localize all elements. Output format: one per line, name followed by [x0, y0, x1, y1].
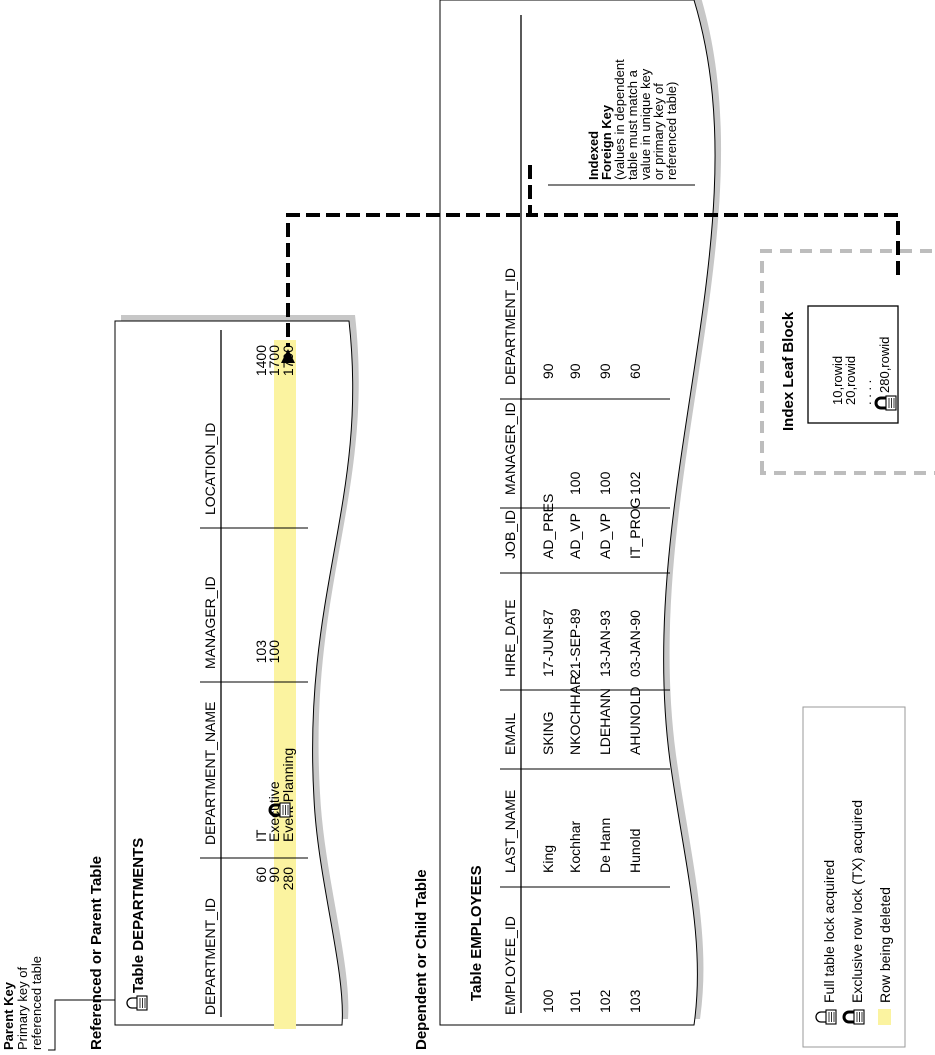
departments-cell-r1-c3: 1700: [266, 345, 282, 376]
employees-cell-r1-c4: AD_VP: [567, 513, 583, 559]
fk-arrowhead: [281, 349, 295, 363]
employees-header-3: HIRE_DATE: [502, 599, 518, 677]
employees-cell-r2-c3: 13-JAN-93: [597, 610, 613, 677]
employees-cell-r1-c3: 21-SEP-89: [567, 608, 583, 677]
employees-header-4: JOB_ID: [502, 510, 518, 559]
svg-text:Parent Key: Parent Key: [1, 981, 16, 1050]
employees-cell-r0-c1: King: [540, 845, 556, 873]
legend-item-row-deleted: Row being deleted: [877, 887, 893, 1003]
indexed-foreign-key-note: Indexed Foreign Key (values in dependent…: [548, 59, 695, 186]
svg-text:Foreign Key: Foreign Key: [599, 104, 614, 180]
index-leaf-entry-1: 20,rowid: [843, 356, 858, 405]
departments-cell-r0-c0: 60: [253, 867, 269, 883]
employees-cell-r2-c6: 90: [597, 363, 613, 379]
departments-cell-r1-c2: 100: [266, 640, 282, 664]
employees-cell-r1-c1: Kochhar: [567, 821, 583, 873]
fk-note-line-3: or primary key of: [651, 83, 666, 180]
employees-cell-r3-c6: 60: [627, 363, 643, 379]
employees-cell-r1-c0: 101: [567, 989, 583, 1013]
employees-column-dividers: [500, 398, 670, 888]
leaf-to-fk-connector: [530, 213, 900, 275]
employees-cell-r3-c0: 103: [627, 989, 643, 1013]
svg-text:Indexed: Indexed: [586, 131, 601, 180]
departments-header-3: LOCATION_ID: [202, 423, 218, 515]
employees-rows: 100KingSKING17-JUN-87AD_PRES90101Kochhar…: [540, 363, 643, 1013]
employees-cell-r3-c4: IT_PROG: [627, 498, 643, 559]
employees-cell-r2-c2: LDEHANN: [597, 688, 613, 755]
departments-header-2: MANAGER_ID: [202, 576, 218, 669]
deleted-row-highlight-3: [274, 340, 296, 755]
index-leaf-title: Index Leaf Block: [780, 311, 797, 431]
departments-rows: 60 IT 103 1400 90 Executive 100 1700 280 Event Pl…: [253, 345, 296, 891]
fk-to-pk-connector: [286, 165, 532, 347]
departments-cell-r1-c0: 90: [266, 867, 282, 883]
employees-cell-r1-c6: 90: [567, 363, 583, 379]
employees-cell-r2-c1: De Hann: [597, 818, 613, 873]
svg-text:referenced table: referenced table: [29, 956, 44, 1050]
fk-note-line-0: (values in dependent: [612, 59, 627, 180]
index-leaf-dashed-box: [760, 249, 935, 475]
employees-cell-r2-c4: AD_VP: [597, 513, 613, 559]
legend-highlight-swatch: [878, 1009, 891, 1025]
employees-header-6: DEPARTMENT_ID: [502, 268, 518, 385]
employees-cell-r0-c6: 90: [540, 363, 556, 379]
svg-text:Primary key of: Primary key of: [15, 967, 30, 1050]
employees-table-label: Table EMPLOYEES: [468, 865, 485, 1001]
employees-cell-r1-c2: NKOCHHAR: [567, 675, 583, 755]
departments-cell-r1-c1: Executive: [266, 781, 282, 842]
employees-cell-r1-c5: 100: [567, 471, 583, 495]
departments-cell-r0-c3: 1400: [253, 345, 269, 376]
parent-section-title: Referenced or Parent Table: [88, 856, 105, 1050]
employees-cell-r0-c3: 17-JUN-87: [540, 609, 556, 677]
departments-cell-r0-c1: IT: [253, 829, 269, 842]
index-leaf-block: [807, 305, 899, 424]
departments-header-0: DEPARTMENT_ID: [202, 898, 218, 1015]
employees-cell-r2-c0: 102: [597, 989, 613, 1013]
fk-note-line-4: referenced table): [664, 82, 679, 180]
departments-cell-r2-c1: Event Planning: [280, 748, 296, 842]
employees-header-5: MANAGER_ID: [502, 402, 518, 495]
employees-cell-r0-c2: SKING: [540, 711, 556, 755]
legend-box: [802, 706, 906, 1048]
employees-cell-r2-c5: 100: [597, 471, 613, 495]
index-leaf-entry-3: 280,rowid: [877, 337, 892, 393]
child-section-title: Dependent or Child Table: [413, 869, 430, 1050]
departments-table-label: Table DEPARTMENTS: [130, 838, 147, 993]
departments-cell-r2-c0: 280: [280, 867, 296, 891]
departments-cell-r0-c2: 103: [253, 640, 269, 664]
employees-cell-r3-c3: 03-JAN-90: [627, 610, 643, 677]
departments-header-1: DEPARTMENT_NAME: [202, 702, 218, 845]
employees-cell-r0-c0: 100: [540, 989, 556, 1013]
departments-header-row: DEPARTMENT_ID DEPARTMENT_NAME MANAGER_ID LO…: [202, 423, 218, 1015]
parent-key-label: Parent Key Primary key of referenced tab…: [1, 956, 210, 1051]
index-leaf-entry-0: 10,rowid: [830, 356, 845, 405]
employees-cell-r0-c4: AD_PRES: [540, 494, 556, 559]
legend-item-full-lock: Full table lock acquired: [821, 860, 837, 1003]
employees-header-2: EMAIL: [502, 713, 518, 755]
employees-cell-r3-c2: AHUNOLD: [627, 687, 643, 755]
employees-header-row: EMPLOYEE_ID LAST_NAME EMAIL HIRE_DATE JOB_ID…: [502, 268, 518, 1015]
fk-note-line-2: value in unique key: [638, 68, 653, 180]
employees-cell-r3-c5: 102: [627, 471, 643, 495]
deleted-row-highlight: [274, 863, 296, 1029]
employees-header-0: EMPLOYEE_ID: [502, 916, 518, 1015]
departments-column-dividers: [200, 527, 308, 859]
employees-header-1: LAST_NAME: [502, 790, 518, 873]
index-leaf-entry-2: . . . .: [859, 380, 874, 405]
employees-cell-r3-c1: Hunold: [627, 829, 643, 873]
legend-item-row-lock: Exclusive row lock (TX) acquired: [849, 800, 865, 1003]
fk-note-line-1: table must match a: [625, 69, 640, 180]
